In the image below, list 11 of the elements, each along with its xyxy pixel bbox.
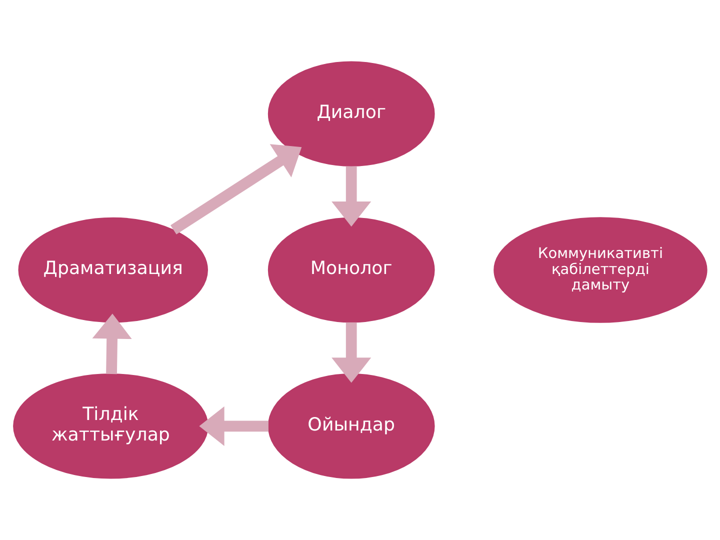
node-ellipse: Коммуникативті қабілеттерді дамыту	[494, 217, 708, 323]
arrow	[332, 322, 372, 383]
node-ellipse: Тілдік жаттығулар	[13, 374, 208, 479]
arrow	[332, 166, 372, 227]
arrow	[170, 144, 302, 234]
arrow	[199, 406, 268, 446]
node-ellipse: Монолог	[268, 217, 435, 323]
node-ellipse: Диалог	[268, 61, 435, 166]
node-ellipse: Драматизация	[18, 217, 208, 323]
arrow	[92, 314, 132, 374]
node-ellipse: Ойындар	[268, 374, 435, 479]
